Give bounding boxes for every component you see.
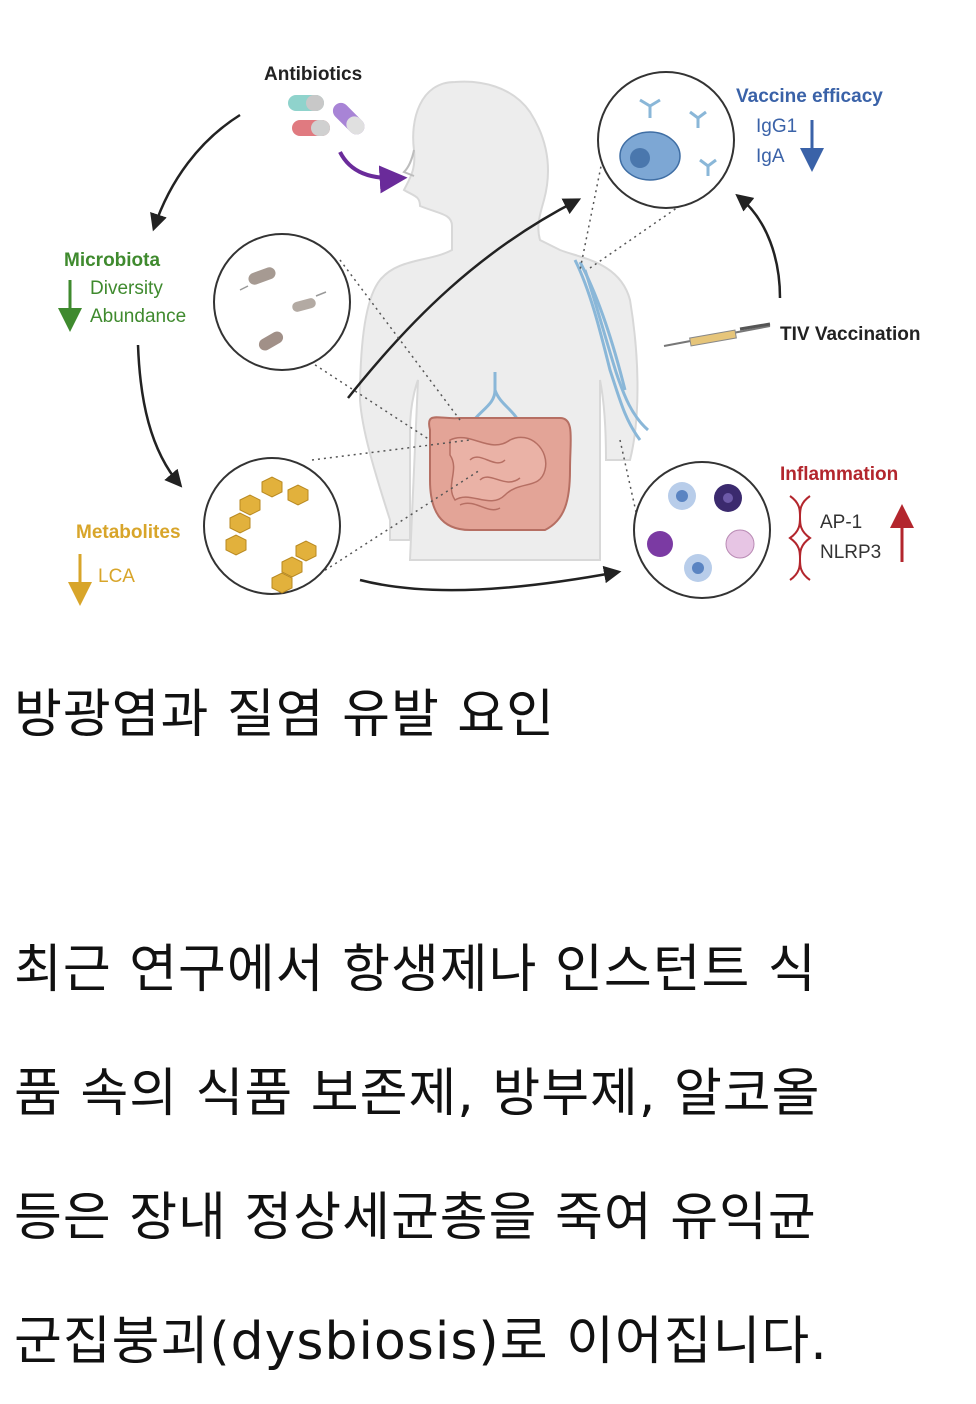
intestine <box>429 417 571 530</box>
inflammation-label-group: Inflammation AP-1 NLRP3 <box>780 464 902 580</box>
dna-icon <box>790 496 810 580</box>
vaccine-title: Vaccine efficacy <box>736 86 883 107</box>
metabolites-circle <box>204 458 340 594</box>
metabolites-label-group: Metabolites LCA <box>76 522 181 594</box>
article-heading: 방광염과 질염 유발 요인 <box>14 672 555 747</box>
vaccine-item-iga: IgA <box>756 146 785 167</box>
microbiota-circle <box>214 234 350 370</box>
gut-immune-diagram: Antibiotics Microbiota Diversity Abundan… <box>0 0 976 640</box>
body-line: 품 속의 식품 보존제, 방부제, 알코올 <box>14 1032 964 1156</box>
pills-icon <box>288 95 368 138</box>
metabolites-title: Metabolites <box>76 522 181 543</box>
microbiota-item-abundance: Abundance <box>90 306 186 327</box>
antibiotic-arrow <box>340 152 402 178</box>
inflammation-item-nlrp3: NLRP3 <box>820 542 881 563</box>
body-line: 군집붕괴(dysbiosis)로 이어집니다. <box>14 1280 964 1404</box>
metabolites-item-lca: LCA <box>98 566 135 587</box>
microbiota-title: Microbiota <box>64 250 160 271</box>
body-line: 최근 연구에서 항생제나 인스턴트 식 <box>14 908 964 1032</box>
tiv-vaccination-label: TIV Vaccination <box>780 324 920 345</box>
inflammation-circle <box>634 462 770 598</box>
vaccine-label-group: Vaccine efficacy IgG1 IgA <box>736 86 883 167</box>
microbiota-label-group: Microbiota Diversity Abundance <box>64 250 186 327</box>
syringe-icon <box>664 324 770 346</box>
antibiotics-label: Antibiotics <box>264 64 362 85</box>
vaccine-item-igg1: IgG1 <box>756 116 797 137</box>
vaccine-circle <box>598 72 734 208</box>
body-line: 등은 장내 정상세균총을 죽여 유익균 <box>14 1156 964 1280</box>
article-body: 최근 연구에서 항생제나 인스턴트 식 품 속의 식품 보존제, 방부제, 알코… <box>14 908 964 1404</box>
microbiota-item-diversity: Diversity <box>90 278 163 299</box>
inflammation-title: Inflammation <box>780 464 898 485</box>
inflammation-item-ap1: AP-1 <box>820 512 862 533</box>
